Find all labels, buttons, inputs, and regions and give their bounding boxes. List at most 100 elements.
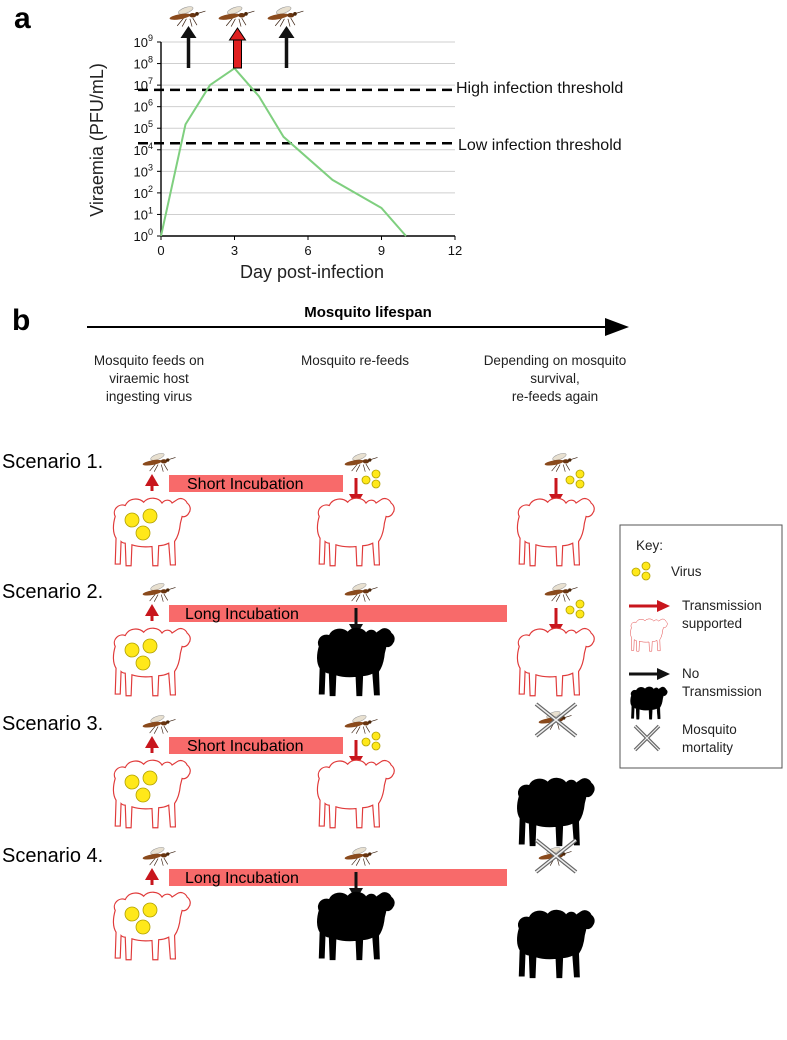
dead-mosquito-icon <box>534 838 578 874</box>
arrow-head <box>145 474 159 486</box>
virus-icon <box>565 475 575 485</box>
y-tick-label: 104 <box>134 141 153 158</box>
virus-icon <box>142 638 158 654</box>
arrow-head <box>145 736 159 748</box>
incubation-bar <box>169 475 343 492</box>
mosquito-icon <box>343 451 378 473</box>
feeding-event <box>217 4 255 69</box>
virus-icon <box>142 902 158 918</box>
mosquito-icon <box>141 713 176 735</box>
x-axis-label: Day post-infection <box>240 262 384 282</box>
mosquito-icon <box>543 581 578 603</box>
panel-letter-a: a <box>14 2 31 35</box>
incubation-bar <box>169 605 507 622</box>
x-tick-label: 3 <box>231 243 238 258</box>
scenario-label: Scenario 2. <box>2 581 103 603</box>
transmission-arrow <box>145 474 159 491</box>
incubation-label: Short Incubation <box>187 738 304 755</box>
column-header-line: Mosquito feeds on <box>94 353 204 368</box>
mosquito-icon <box>543 581 578 603</box>
mosquito-icon <box>141 845 176 867</box>
virus-icon <box>371 731 381 741</box>
arrow-head <box>145 868 159 880</box>
high-threshold-label: High infection threshold <box>456 80 623 97</box>
incubation-bar <box>169 869 507 886</box>
virus-icon <box>361 737 371 747</box>
virus-icon <box>575 469 585 479</box>
key-arrow-head <box>657 600 670 612</box>
infected-sheep-icon <box>112 891 191 961</box>
y-tick-label: 101 <box>134 205 153 222</box>
mosquito-icon <box>343 713 378 735</box>
cross-mark <box>634 725 660 751</box>
column-header-line: survival, <box>530 371 580 386</box>
panel-letter-b: b <box>12 304 30 337</box>
y-tick-label: 108 <box>134 55 153 72</box>
scenario-label: Scenario 4. <box>2 845 103 867</box>
scenario-row: Scenario 3. Short Incubation <box>2 702 595 847</box>
y-axis-label: Viraemia (PFU/mL) <box>87 63 107 217</box>
infected-sheep-icon <box>316 759 395 829</box>
infected-sheep-icon <box>112 627 191 697</box>
mosquito-icon <box>141 581 176 603</box>
transmission-arrow <box>145 736 159 753</box>
uninfected-sheep-icon <box>516 909 595 979</box>
uninfected-sheep-icon <box>316 891 395 961</box>
feeding-event <box>266 4 304 68</box>
virus-icon <box>135 525 151 541</box>
scenario-row: Scenario 4. Long Incubation <box>2 838 595 979</box>
timeline-title: Mosquito lifespan <box>304 304 432 321</box>
lifespan-timeline <box>87 318 629 336</box>
virus-icon <box>575 599 585 609</box>
key-item-label: Transmission <box>682 684 762 699</box>
feeding-arrow-head <box>228 27 247 41</box>
feeding-arrow-head <box>180 26 197 38</box>
key-item: Virus <box>631 561 702 581</box>
scenario-label: Scenario 3. <box>2 713 103 735</box>
virus-icon <box>124 642 140 658</box>
key-item-label: supported <box>682 616 742 631</box>
transmission-arrow <box>145 868 159 885</box>
key-title: Key: <box>636 538 663 553</box>
incubation-label: Short Incubation <box>187 476 304 493</box>
key-arrow-head <box>657 668 670 680</box>
virus-icon <box>135 919 151 935</box>
virus-icon <box>575 609 585 619</box>
virus-icon <box>124 512 140 528</box>
cross-mark <box>535 839 577 873</box>
virus-icon <box>641 571 651 581</box>
virus-icon <box>371 479 381 489</box>
mosquito-icon <box>343 581 378 603</box>
y-tick-label: 105 <box>134 119 153 136</box>
virus-icon <box>142 508 158 524</box>
y-tick-label: 100 <box>134 227 153 244</box>
infected-sheep-icon <box>516 627 595 697</box>
scenario-row: Scenario 2.Long Incubation <box>2 581 595 697</box>
column-header-line: viraemic host <box>109 371 189 386</box>
mosquito-icon <box>141 451 176 473</box>
feeding-arrow-head <box>278 26 295 38</box>
virus-icon <box>142 770 158 786</box>
low-threshold-label: Low infection threshold <box>458 137 622 154</box>
chart-gridlines <box>161 41 455 215</box>
mosquito-icon <box>343 451 378 473</box>
uninfected-sheep-icon <box>316 627 395 697</box>
virus-icon <box>565 605 575 615</box>
infected-sheep-icon <box>316 497 395 567</box>
cross-mark <box>535 703 577 737</box>
mosquito-icon <box>141 451 176 473</box>
y-tick-label: 106 <box>134 98 153 115</box>
mosquito-icon <box>343 581 378 603</box>
virus-icon <box>135 787 151 803</box>
incubation-label: Long Incubation <box>185 870 299 887</box>
y-tick-label: 103 <box>134 162 153 179</box>
